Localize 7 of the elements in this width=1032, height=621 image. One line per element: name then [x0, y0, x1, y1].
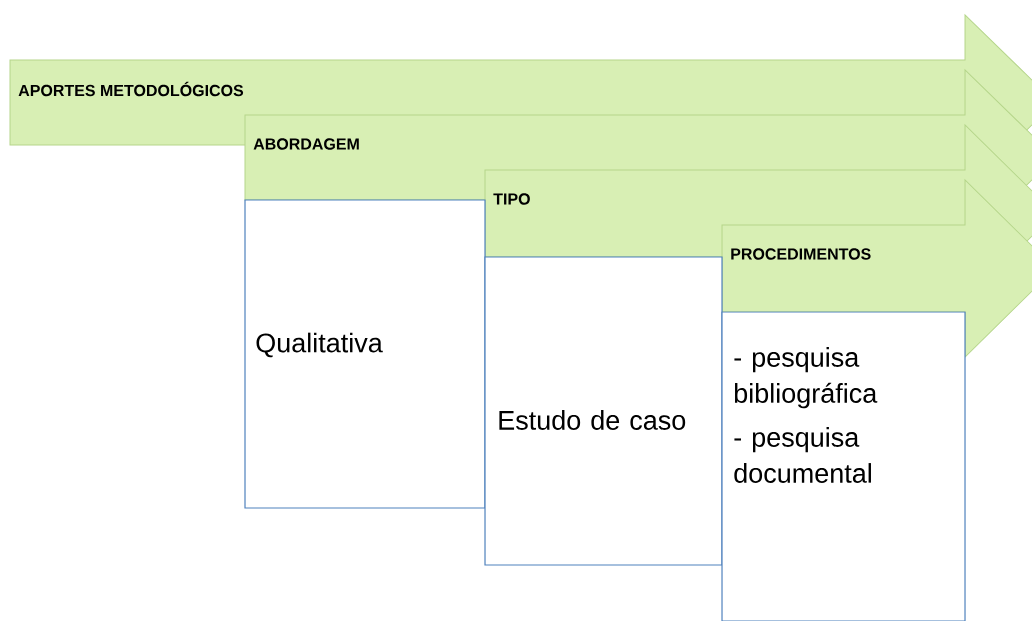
node-label: TIPO — [493, 193, 530, 205]
text-box: - pesquisa bibliográfica - pesquisa documental — [721, 311, 966, 621]
node-label: APORTES METODOLÓGICOS — [18, 81, 244, 97]
text-box: Estudo de caso — [484, 256, 723, 566]
text-box: Qualitativa — [244, 199, 486, 509]
node-label: ABORDAGEM — [253, 138, 359, 150]
node-label: PROCEDIMENTOS — [731, 248, 871, 260]
